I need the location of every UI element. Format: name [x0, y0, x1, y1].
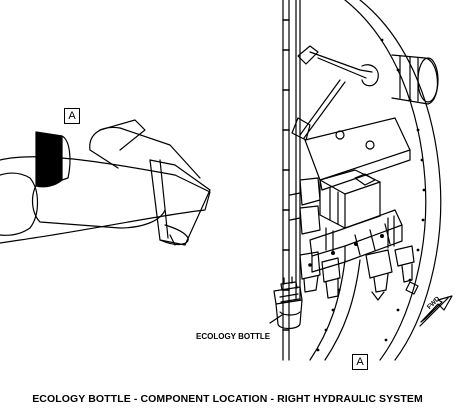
leader-line	[269, 314, 283, 324]
figure-caption: ECOLOGY BOTTLE - COMPONENT LOCATION - RI…	[32, 393, 423, 405]
fwd-arrow-icon	[419, 295, 453, 327]
view-reference-box: A	[64, 108, 80, 124]
ecology-bottle-label: ECOLOGY BOTTLE	[196, 332, 271, 341]
detail-reference-box: A	[352, 354, 368, 370]
hydraulic-bay-illustration	[273, 0, 442, 361]
aircraft-tail-illustration	[0, 119, 211, 246]
ecology-bottle-illustration	[273, 276, 303, 330]
